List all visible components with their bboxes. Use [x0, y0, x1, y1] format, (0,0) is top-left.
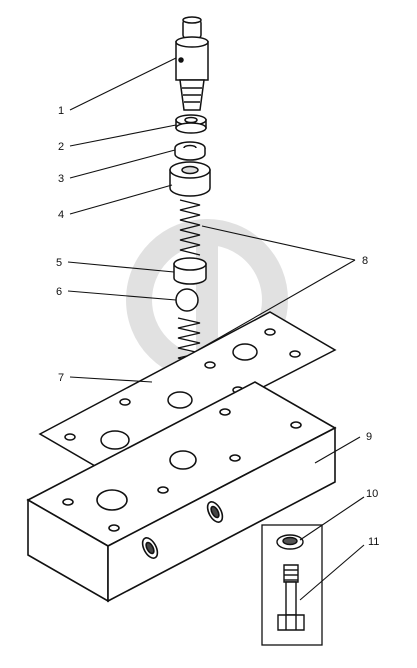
callout-7: 7	[58, 372, 64, 384]
callout-4: 4	[58, 209, 64, 221]
callout-5: 5	[56, 257, 62, 269]
part-5-spring-seat	[173, 257, 207, 285]
part-11-bolt	[277, 564, 305, 631]
callout-3: 3	[58, 173, 64, 185]
upper-spring	[179, 199, 201, 256]
part-3-ring	[174, 141, 206, 161]
part-4-seat	[169, 161, 211, 197]
callout-8: 8	[362, 255, 368, 267]
callout-1: 1	[58, 105, 64, 117]
callout-6: 6	[56, 286, 62, 298]
callout-10: 10	[366, 488, 378, 500]
leader-lines	[67, 57, 365, 601]
part-1-valve-stem	[175, 16, 209, 111]
part-6-ball	[175, 288, 199, 312]
callout-9: 9	[366, 431, 372, 443]
part-9-manifold-block	[26, 381, 337, 603]
part-2-washer	[175, 114, 207, 134]
callout-11: 11	[368, 536, 379, 548]
part-10-screw-head	[276, 534, 304, 550]
callout-2: 2	[58, 141, 64, 153]
part-7-gasket	[38, 311, 337, 471]
